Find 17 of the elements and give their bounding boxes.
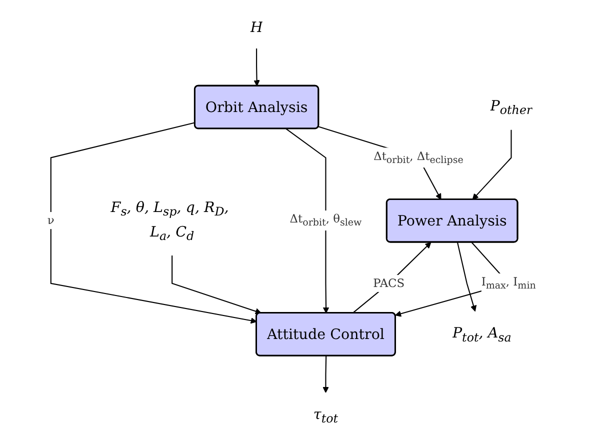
arrow [286, 128, 330, 314]
arrow [254, 48, 260, 86]
arrow [322, 356, 329, 393]
arrow [172, 256, 262, 314]
node-text: F$_{s}$, θ, L$_{sp}$, q, R$_{D}$, L$_{a}$, C$_{d}$ [110, 198, 229, 243]
node-text: τ$_{tot}$ [313, 405, 338, 426]
edge-label: Δt$_{orbit}$, Δt$_{eclipse}$ [374, 149, 464, 166]
arrow [472, 130, 512, 200]
edge-label: PACS [373, 276, 405, 290]
arrow [456, 242, 477, 312]
arrow [352, 242, 432, 314]
edge-label: I$_{max}$, I$_{min}$ [481, 274, 536, 292]
edge-label: Δt$_{orbit}$, θ$_{slew}$ [290, 212, 362, 228]
node-text: H [250, 18, 263, 36]
node-text: P$_{tot}$, A$_{sa}$ [452, 324, 512, 344]
arrow [50, 122, 257, 324]
edge-label: ν [47, 213, 54, 227]
